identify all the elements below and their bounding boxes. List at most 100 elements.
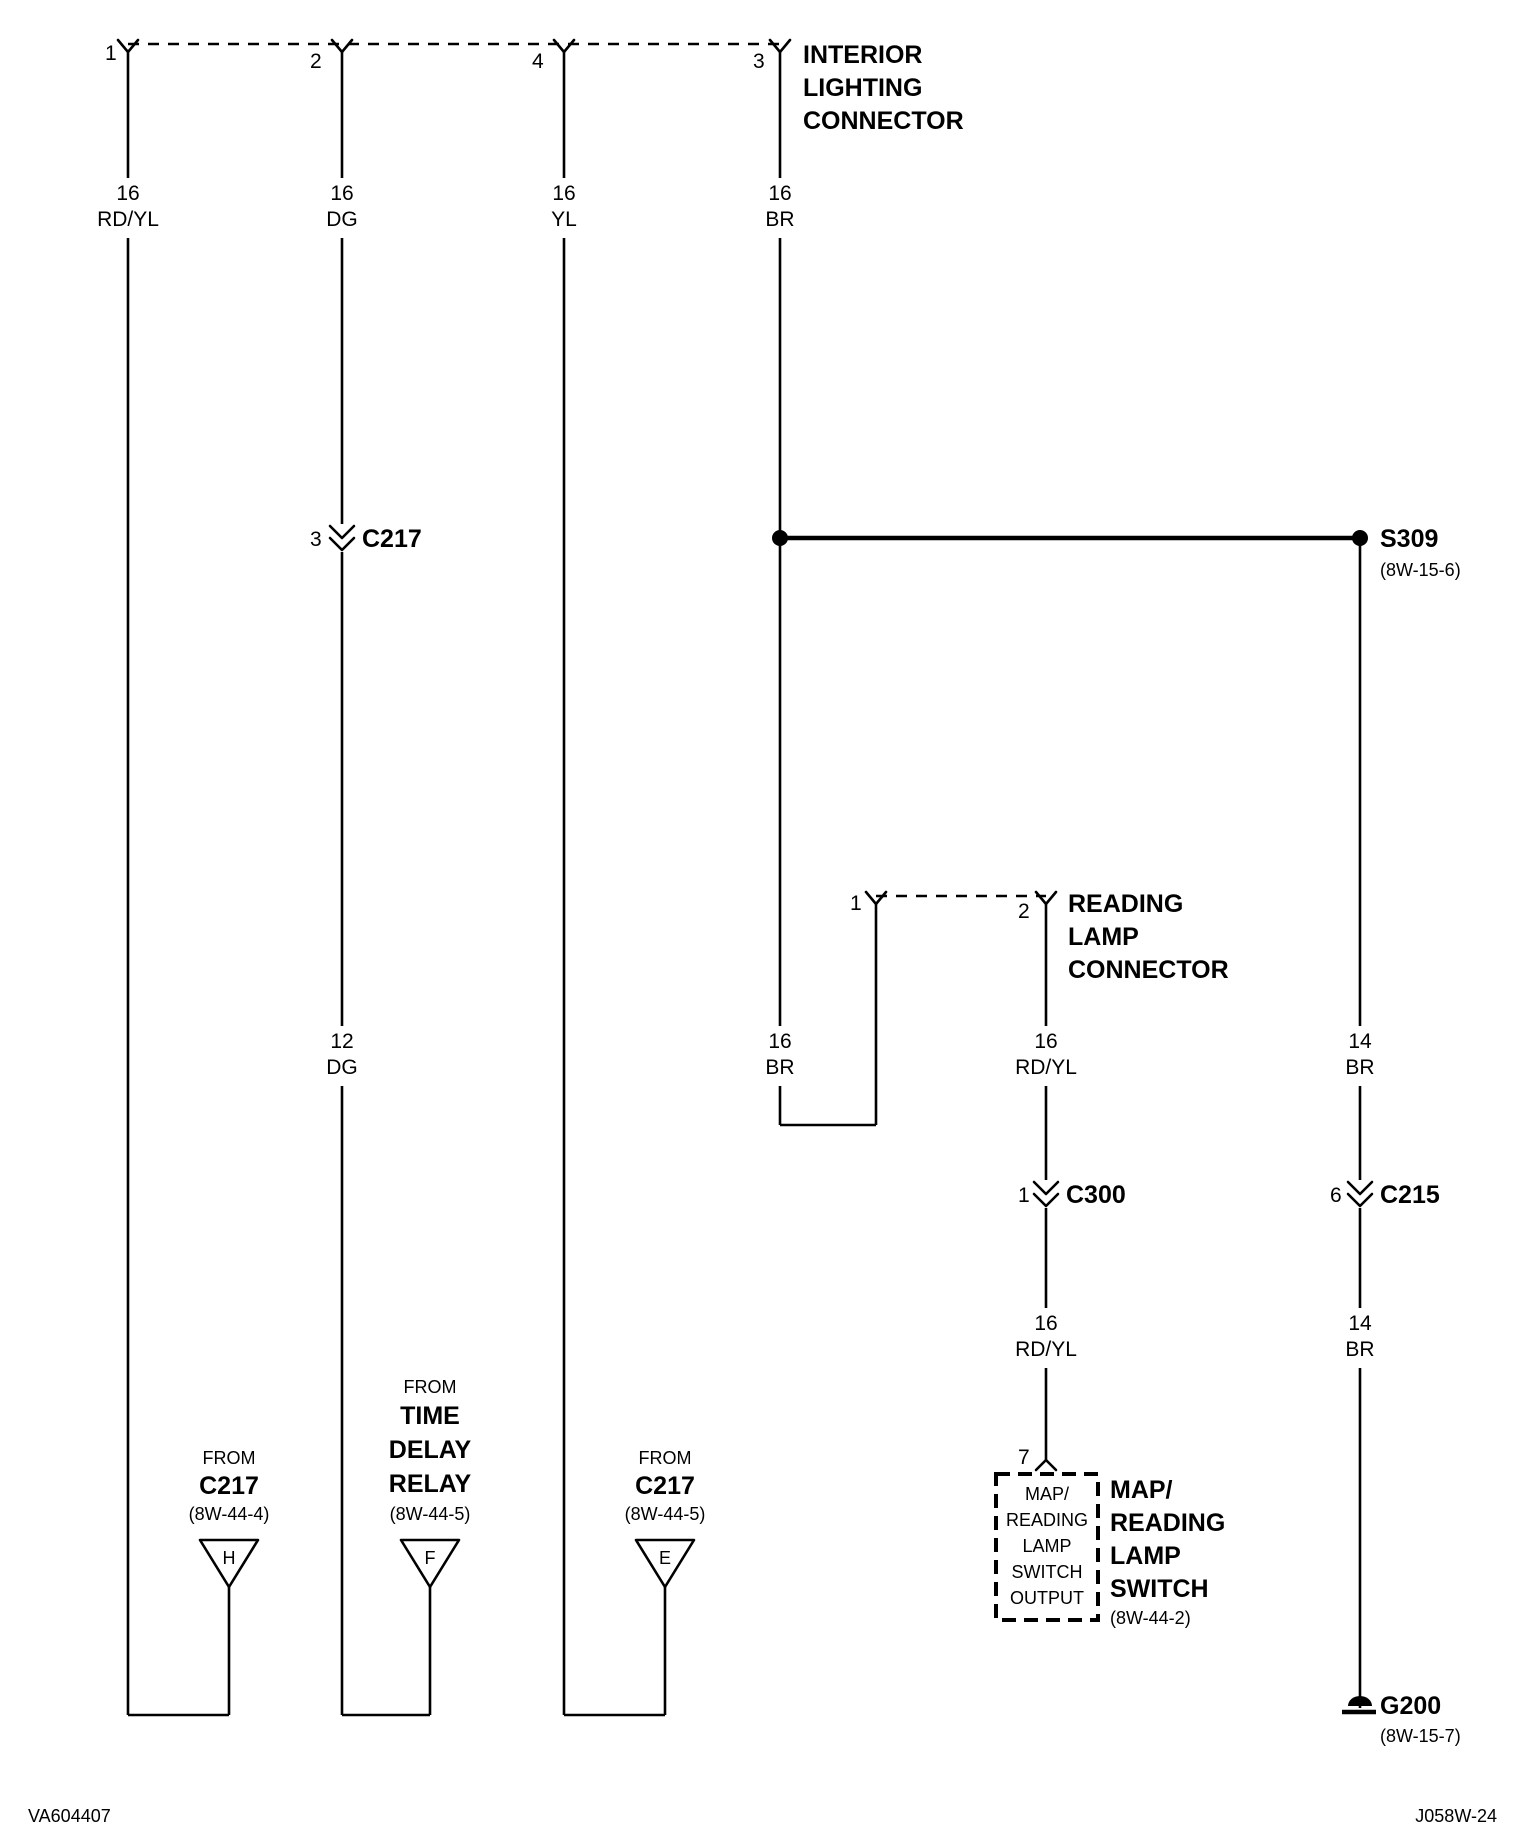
from-e-from: FROM [639, 1448, 692, 1468]
wire-4-br: 16 BR 16 BR [765, 52, 878, 1127]
wire-2b-color: DG [326, 1056, 358, 1079]
s309-splice: S309 (8W-15-6) [772, 525, 1461, 580]
g200-ground: G200 (8W-15-7) [1342, 1692, 1461, 1746]
c215-label: C215 [1380, 1181, 1440, 1209]
off-page-arrow-h-icon [198, 1538, 260, 1589]
pin-1-terminal [116, 38, 140, 54]
reading-connector-title-3: CONNECTOR [1068, 956, 1229, 984]
wire-6-gauge: 14 [1348, 1030, 1372, 1053]
c300-pin: 1 [1018, 1184, 1030, 1207]
from-f-letter: F [425, 1548, 436, 1568]
c215-connector-icon [1346, 1180, 1374, 1208]
from-f-name-1: TIME [400, 1402, 460, 1430]
wire-4-color: BR [765, 208, 794, 231]
wire-4b-gauge: 16 [768, 1030, 791, 1053]
switch-ref: (8W-44-2) [1110, 1608, 1191, 1628]
interior-connector-title-1: INTERIOR [803, 41, 922, 69]
c217-label: C217 [362, 525, 422, 553]
interior-connector-title-3: CONNECTOR [803, 107, 964, 135]
switch-box-line-4: SWITCH [1012, 1562, 1083, 1582]
pin-4-terminal [552, 38, 576, 54]
switch-name-2: READING [1110, 1509, 1225, 1537]
pin-3-number: 3 [753, 50, 765, 73]
wire-1-rd-yl: 16 RD/YL [97, 52, 231, 1717]
splice-dot-left [772, 530, 788, 546]
wire-1-color: RD/YL [97, 208, 159, 231]
g200-label: G200 [1380, 1692, 1441, 1720]
c300-inline-connector: 1 C300 [1018, 1180, 1126, 1209]
interior-lighting-connector: 1 2 4 3 INTERIOR LIGHTING CONNECTOR [105, 38, 964, 135]
reading-connector-title-1: READING [1068, 890, 1183, 918]
c300-label: C300 [1066, 1181, 1126, 1209]
from-f-ref: (8W-44-5) [390, 1504, 471, 1524]
pin-3-terminal [768, 38, 792, 54]
from-time-delay-relay-f: FROM TIME DELAY RELAY (8W-44-5) F [389, 1377, 472, 1589]
off-page-arrow-f-icon [399, 1538, 461, 1589]
switch-box-line-2: READING [1006, 1510, 1088, 1530]
switch-pin: 7 [1018, 1446, 1030, 1469]
from-e-letter: E [659, 1548, 671, 1568]
wire-1-gauge: 16 [116, 182, 139, 205]
c215-inline-connector: 6 C215 [1330, 1180, 1440, 1209]
wire-4b-color: BR [765, 1056, 794, 1079]
from-h-name: C217 [199, 1472, 259, 1500]
pin-4-number: 4 [532, 50, 544, 73]
from-h-letter: H [223, 1548, 236, 1568]
from-c217-h: FROM C217 (8W-44-4) H [189, 1448, 269, 1589]
from-f-name-2: DELAY [389, 1436, 472, 1464]
map-reading-lamp-switch: 7 MAP/ READING LAMP SWITCH OUTPUT MAP/ R… [994, 1446, 1225, 1628]
wire-5-gauge: 16 [1034, 1030, 1057, 1053]
wire-3-yl: 16 YL [551, 52, 667, 1717]
switch-box-line-1: MAP/ [1025, 1484, 1069, 1504]
footer-right-code: J058W-24 [1415, 1806, 1497, 1826]
wire-3-color: YL [551, 208, 577, 231]
wire-6-br: 14 BR 14 BR [1345, 538, 1375, 1708]
pin-2-number: 2 [310, 50, 322, 73]
s309-ref: (8W-15-6) [1380, 560, 1461, 580]
reading-lamp-connector: 1 2 READING LAMP CONNECTOR [850, 890, 1229, 984]
reading-connector-title-2: LAMP [1068, 923, 1139, 951]
c217-pin: 3 [310, 528, 322, 551]
ground-icon [1348, 1696, 1372, 1706]
wire-5-rd-yl: 16 RD/YL 16 RD/YL [1015, 904, 1077, 1460]
s309-label: S309 [1380, 525, 1438, 553]
switch-box-line-5: OUTPUT [1010, 1588, 1084, 1608]
wire-5b-color: RD/YL [1015, 1338, 1077, 1361]
wire-5-color: RD/YL [1015, 1056, 1077, 1079]
interior-connector-title-2: LIGHTING [803, 74, 922, 102]
switch-component-box [994, 1472, 1100, 1622]
from-f-from: FROM [404, 1377, 457, 1397]
from-c217-e: FROM C217 (8W-44-5) E [625, 1448, 706, 1589]
switch-name-3: LAMP [1110, 1542, 1181, 1570]
reading-pin-2: 2 [1018, 900, 1030, 923]
wire-4-gauge: 16 [768, 182, 791, 205]
footer-left-code: VA604407 [28, 1806, 111, 1826]
pin-1-number: 1 [105, 42, 117, 65]
wire-2b-gauge: 12 [330, 1030, 353, 1053]
wire-5b-gauge: 16 [1034, 1312, 1057, 1335]
reading-pin-2-terminal [1034, 890, 1058, 906]
reading-pin-1: 1 [850, 892, 862, 915]
pin-2-terminal [330, 38, 354, 54]
switch-name-4: SWITCH [1110, 1575, 1209, 1603]
switch-pin-7-terminal [1034, 1458, 1058, 1472]
from-f-name-3: RELAY [389, 1470, 472, 1498]
from-e-ref: (8W-44-5) [625, 1504, 706, 1524]
switch-box-line-3: LAMP [1022, 1536, 1071, 1556]
wire-6-color: BR [1345, 1056, 1374, 1079]
wire-2-color: DG [326, 208, 358, 231]
from-h-from: FROM [203, 1448, 256, 1468]
c215-pin: 6 [1330, 1184, 1342, 1207]
switch-name-1: MAP/ [1110, 1476, 1173, 1504]
reading-pin-1-terminal [864, 890, 888, 906]
c217-inline-connector: 3 C217 [310, 524, 422, 553]
off-page-arrow-e-icon [634, 1538, 696, 1589]
wire-6b-gauge: 14 [1348, 1312, 1372, 1335]
from-e-name: C217 [635, 1472, 695, 1500]
wire-2-gauge: 16 [330, 182, 353, 205]
wire-3-gauge: 16 [552, 182, 575, 205]
wire-2-dg: 16 DG 12 DG [326, 52, 432, 1717]
c217-connector-icon [328, 524, 356, 552]
g200-ref: (8W-15-7) [1380, 1726, 1461, 1746]
